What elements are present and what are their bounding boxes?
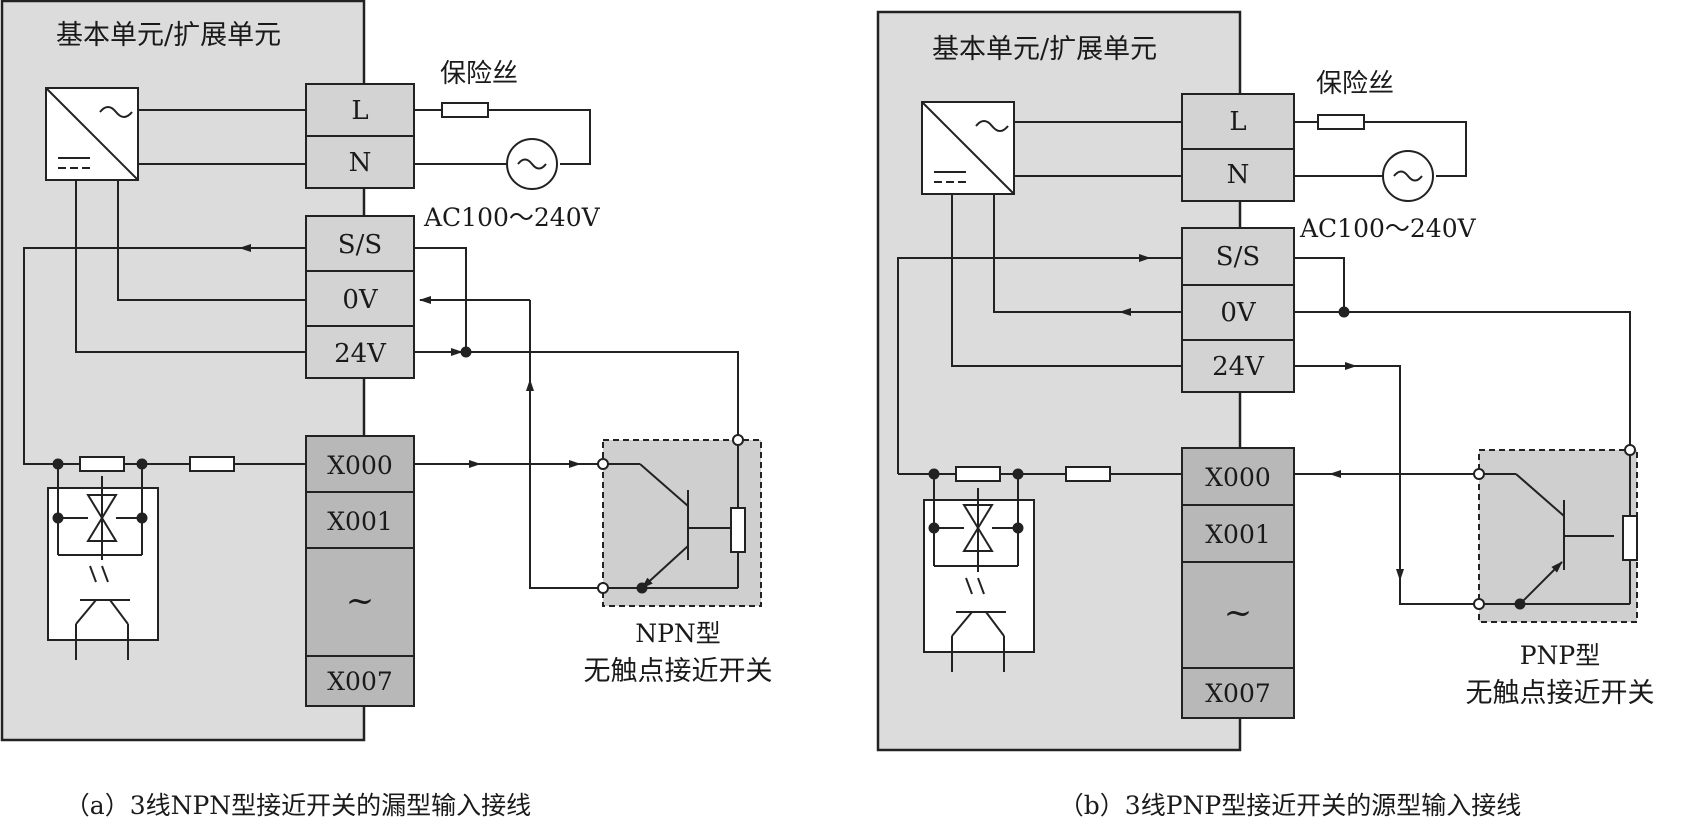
fuse-icon <box>1317 114 1365 130</box>
unit-title: 基本单元/扩展单元 <box>56 20 281 51</box>
terminal-label-0V: 0V <box>1220 298 1257 328</box>
pnp-transistor-icon <box>1479 450 1638 610</box>
resistor-icon <box>955 466 1001 482</box>
sensor-desc: 无触点接近开关 <box>1466 678 1655 709</box>
panel-a <box>0 0 762 742</box>
optocoupler-icon <box>47 458 159 660</box>
terminal-label-L: L <box>351 96 368 126</box>
terminal-X007 <box>1181 667 1295 719</box>
resistor-icon <box>79 456 125 472</box>
fuse-label: 保险丝 <box>1316 69 1394 99</box>
terminal-label-0V: 0V <box>342 285 379 315</box>
fuse-icon <box>441 102 489 118</box>
resistor-icon <box>1065 466 1111 482</box>
terminal-X000 <box>1181 447 1295 506</box>
terminal-label-X000: X000 <box>1205 463 1271 492</box>
sensor-desc: 无触点接近开关 <box>584 656 773 687</box>
terminal-label-X007: X007 <box>1205 679 1271 708</box>
caption-b: （b）3线PNP型接近开关的源型输入接线 <box>1059 791 1521 820</box>
unit-title: 基本单元/扩展单元 <box>932 34 1157 65</box>
terminal-label-24V: 24V <box>1212 352 1265 382</box>
supply-label: AC100～240V <box>423 203 601 232</box>
terminal-label-X001: X001 <box>327 507 393 536</box>
panel-b <box>876 10 1638 752</box>
terminal-N <box>305 135 415 189</box>
terminal-label-X000: X000 <box>327 451 393 480</box>
terminal-X007 <box>305 655 415 707</box>
caption-a: （a）3线NPN型接近开关的漏型输入接线 <box>65 791 531 820</box>
supply-label: AC100～240V <box>1299 214 1477 243</box>
power-supply-icon <box>921 101 1015 195</box>
terminal-0V <box>305 270 415 327</box>
terminal-SS <box>1181 227 1295 286</box>
terminal-SS <box>305 215 415 272</box>
terminal-range <box>1181 561 1295 669</box>
power-supply-icon <box>45 87 139 181</box>
terminal-range <box>305 547 415 657</box>
terminal-label-N: N <box>349 148 372 178</box>
terminal-X000 <box>305 435 415 493</box>
terminal-label-N: N <box>1227 160 1250 190</box>
resistor-icon <box>189 456 235 472</box>
terminal-label-SS: S/S <box>1216 242 1260 272</box>
terminal-label-range: ~ <box>346 581 375 621</box>
fuse-label: 保险丝 <box>440 59 518 89</box>
sensor-type: PNP型 <box>1520 641 1601 670</box>
terminal-label-X001: X001 <box>1205 520 1271 549</box>
terminal-label-SS: S/S <box>338 230 382 260</box>
npn-transistor-icon <box>603 440 746 594</box>
terminal-label-24V: 24V <box>334 339 387 369</box>
terminal-label-range: ~ <box>1224 593 1253 633</box>
terminal-label-L: L <box>1229 107 1246 137</box>
terminal-24V <box>305 325 415 379</box>
sensor-type: NPN型 <box>635 619 721 648</box>
optocoupler-icon <box>898 468 1035 672</box>
terminal-label-X007: X007 <box>327 667 393 696</box>
